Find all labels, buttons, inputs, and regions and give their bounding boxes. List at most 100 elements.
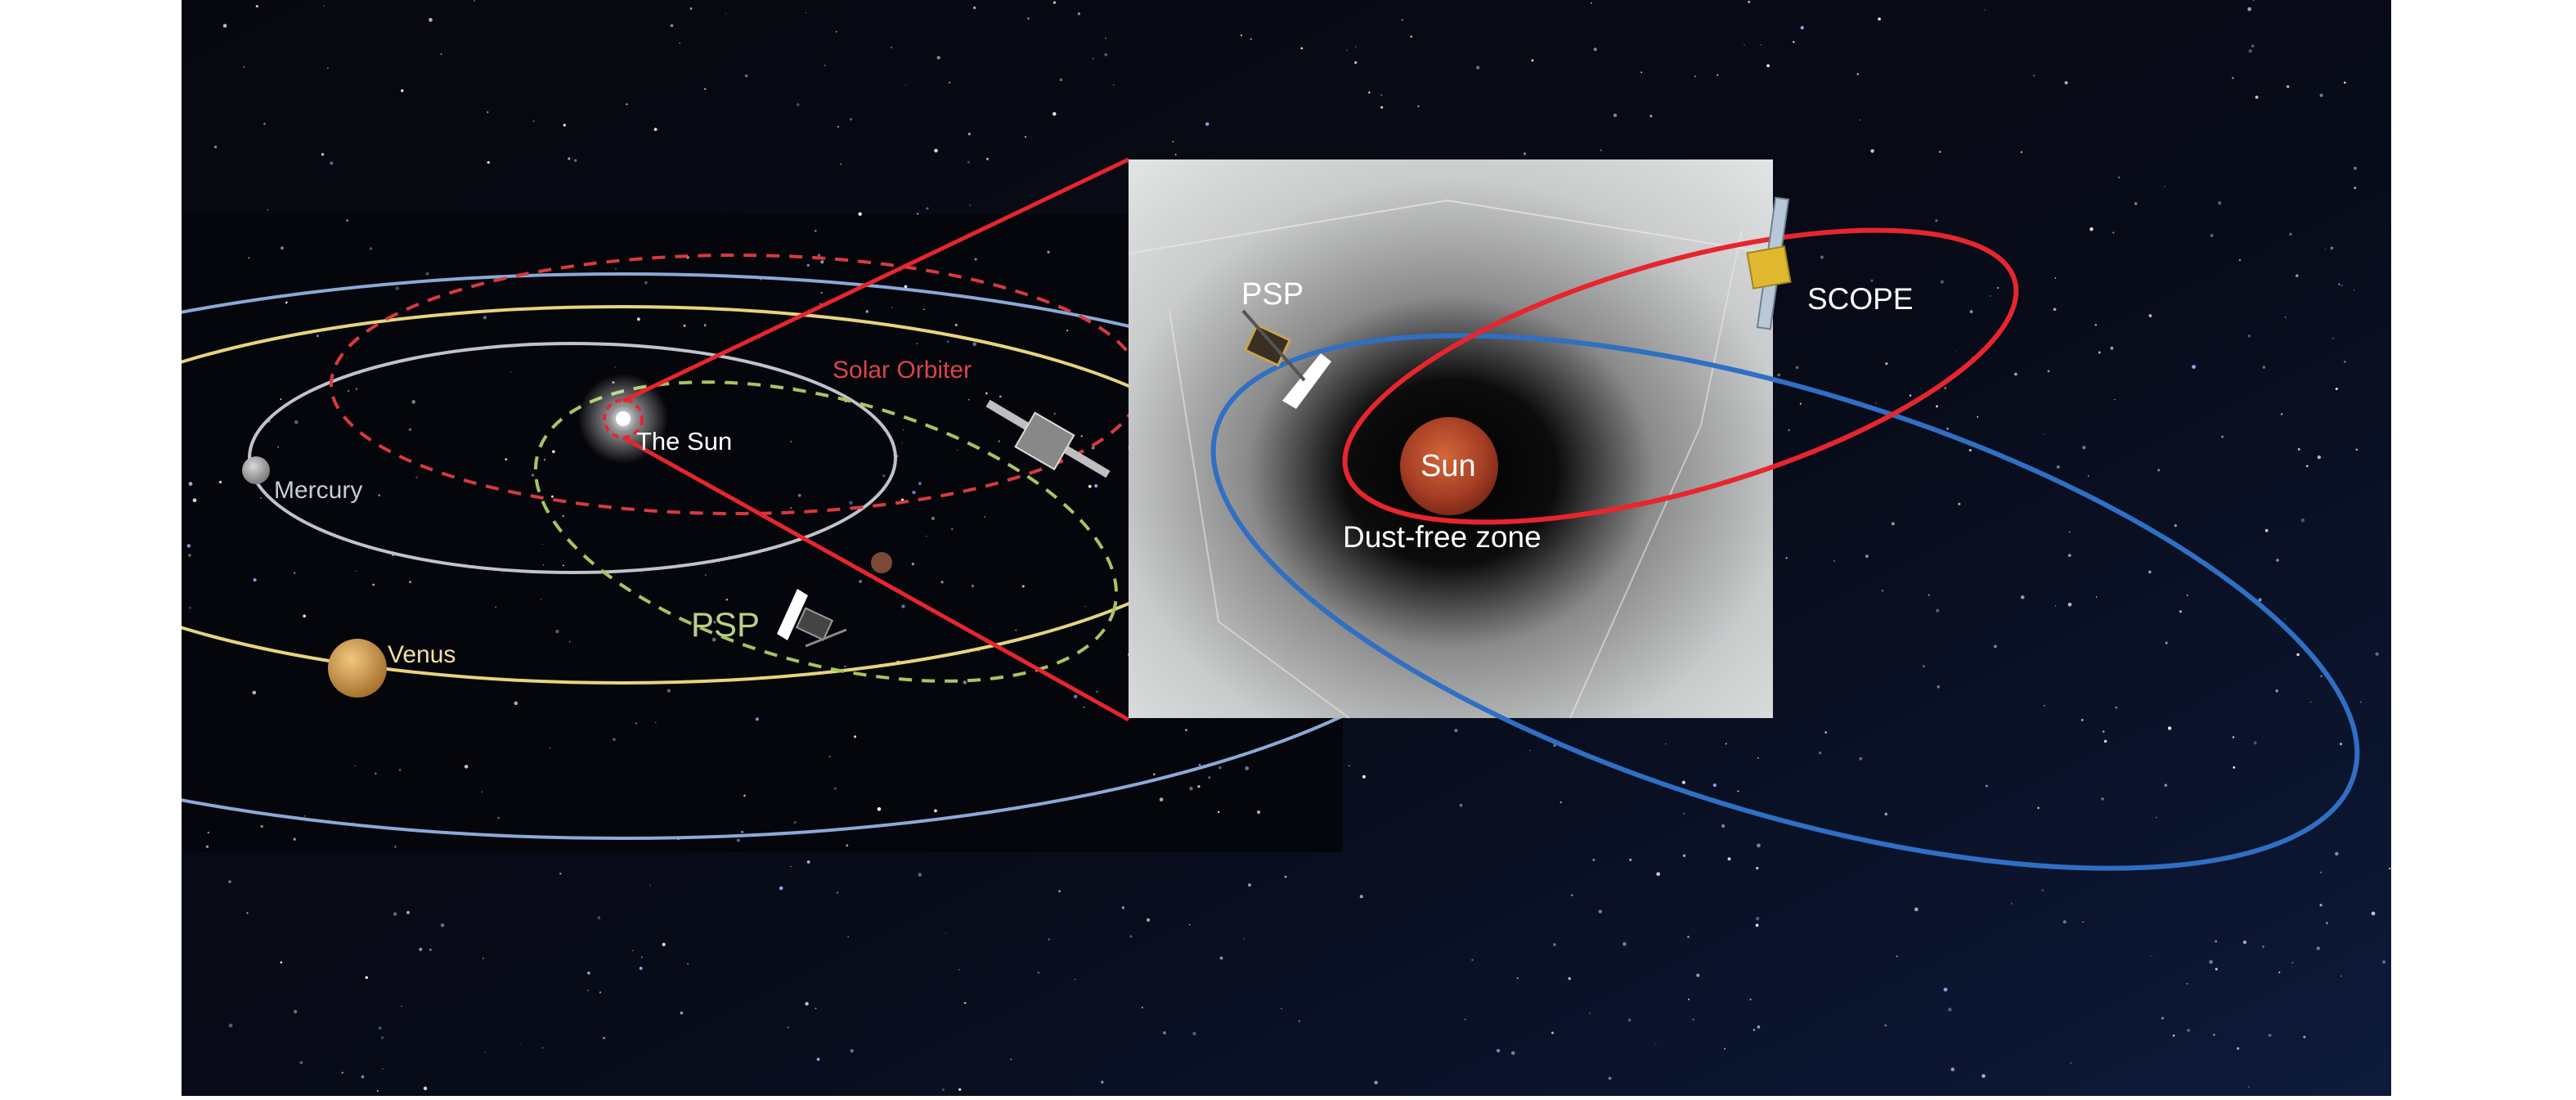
star <box>1516 977 1519 979</box>
star <box>1737 790 1739 792</box>
star <box>2251 44 2255 48</box>
label-solar-orbiter: Solar Orbiter <box>832 357 972 384</box>
star <box>1189 786 1193 791</box>
star <box>277 446 280 448</box>
star <box>2054 277 2057 279</box>
star <box>473 0 476 2</box>
star <box>985 157 990 160</box>
star <box>926 207 929 210</box>
spacecraft-solar-orbiter-icon <box>985 399 1111 478</box>
star <box>1760 43 1762 46</box>
star <box>552 450 555 454</box>
star <box>1475 65 1480 70</box>
star <box>2215 940 2218 943</box>
star <box>1058 890 1061 893</box>
star <box>2319 871 2322 873</box>
star <box>956 449 958 451</box>
star <box>816 1057 820 1062</box>
star <box>1766 64 1770 68</box>
star <box>963 1002 967 1004</box>
star <box>1015 629 1017 631</box>
star <box>2258 598 2262 602</box>
star <box>1656 872 1661 877</box>
star <box>2330 246 2334 250</box>
star <box>2262 945 2265 948</box>
star <box>1464 1018 1466 1021</box>
star <box>429 17 433 22</box>
star <box>613 738 616 741</box>
star <box>631 950 634 952</box>
star <box>408 581 412 584</box>
star <box>1553 744 1556 748</box>
star <box>2232 77 2234 79</box>
star <box>926 536 927 537</box>
star <box>2319 93 2323 97</box>
star <box>1717 74 1719 76</box>
inset-frame-left <box>1169 310 1350 719</box>
star <box>1560 801 1562 804</box>
star <box>255 5 258 8</box>
star <box>2324 248 2327 250</box>
star <box>2280 413 2283 415</box>
star <box>1084 605 1086 608</box>
star <box>1359 895 1363 899</box>
star <box>2134 202 2138 205</box>
star <box>614 366 617 368</box>
star <box>1795 366 1799 370</box>
star <box>2232 736 2235 739</box>
star <box>2062 920 2067 924</box>
star <box>603 1036 605 1039</box>
star <box>805 1002 809 1006</box>
star <box>820 291 823 294</box>
star <box>2215 968 2218 971</box>
star <box>2343 360 2346 363</box>
star <box>378 494 381 496</box>
star <box>931 516 936 521</box>
star <box>2095 596 2098 598</box>
star <box>971 584 975 588</box>
star <box>972 342 977 347</box>
star <box>934 148 938 153</box>
star <box>550 495 554 498</box>
star <box>189 607 191 609</box>
star <box>1080 435 1083 438</box>
star <box>372 583 375 586</box>
star <box>2102 730 2105 733</box>
star <box>2305 465 2309 468</box>
star <box>1955 351 1957 352</box>
star <box>846 844 849 847</box>
star <box>1248 883 1251 887</box>
star <box>2354 289 2355 291</box>
star <box>796 103 800 106</box>
star <box>904 285 908 289</box>
star <box>1928 594 1930 596</box>
star <box>316 334 319 338</box>
star <box>376 1090 379 1092</box>
star <box>2340 285 2343 287</box>
star <box>252 690 257 695</box>
star <box>2320 675 2322 677</box>
inset-frame-top <box>1128 199 1774 254</box>
star <box>1947 1008 1952 1012</box>
star <box>2296 653 2300 657</box>
star <box>2371 911 2376 916</box>
star <box>2319 904 2322 907</box>
star <box>2210 233 2214 238</box>
star <box>392 554 394 557</box>
star <box>2247 334 2251 338</box>
star <box>562 514 565 518</box>
star <box>260 824 264 828</box>
star <box>2359 701 2363 703</box>
star <box>1891 522 1895 526</box>
star <box>482 958 484 959</box>
star <box>653 128 657 132</box>
star <box>401 1005 402 1008</box>
star <box>968 399 970 401</box>
star <box>1091 446 1095 450</box>
star <box>680 1011 684 1015</box>
star <box>1824 731 1828 734</box>
star <box>1940 280 1944 284</box>
star <box>850 1048 854 1053</box>
star <box>2354 186 2357 190</box>
